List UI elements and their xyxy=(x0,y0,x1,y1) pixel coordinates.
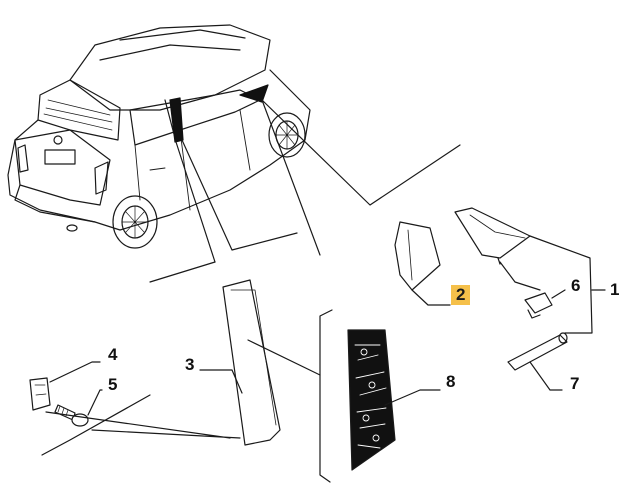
callout-1[interactable]: 1 xyxy=(610,280,620,299)
part-2-trim xyxy=(394,221,451,306)
part-6-clip xyxy=(524,289,566,319)
part-7-pin xyxy=(507,332,568,391)
car-illustration xyxy=(7,24,311,249)
part-5-screw xyxy=(54,389,103,427)
part-4-clip xyxy=(29,361,101,411)
callout-2[interactable]: 2 xyxy=(451,285,471,305)
callout-6[interactable]: 6 xyxy=(571,276,581,295)
callout-8[interactable]: 8 xyxy=(446,372,456,391)
part-3-pillar xyxy=(199,279,321,446)
callout-3[interactable]: 3 xyxy=(185,355,195,374)
callout-4[interactable]: 4 xyxy=(108,345,118,364)
callout-7[interactable]: 7 xyxy=(570,374,580,393)
part-1-cover xyxy=(454,207,606,334)
part-8-seal xyxy=(347,329,441,471)
callout-5[interactable]: 5 xyxy=(108,375,118,394)
